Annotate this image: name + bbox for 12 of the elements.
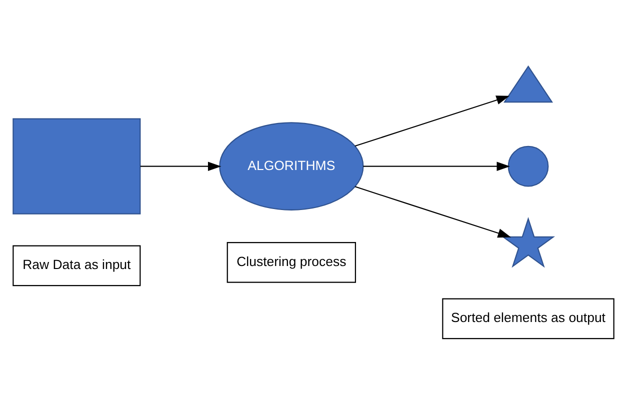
node-circle bbox=[508, 146, 549, 187]
node-box bbox=[12, 118, 141, 214]
arrow bbox=[354, 96, 510, 147]
arrow bbox=[354, 186, 512, 238]
arrow bbox=[140, 162, 222, 171]
node-ellipse: ALGORITHMS bbox=[219, 122, 364, 210]
node-triangle bbox=[503, 65, 554, 103]
node-box: Sorted elements as output bbox=[442, 298, 614, 340]
node-box: Raw Data as input bbox=[12, 245, 141, 286]
node-star bbox=[501, 217, 556, 268]
arrow bbox=[363, 162, 510, 171]
node-box: Clustering process bbox=[226, 242, 356, 283]
